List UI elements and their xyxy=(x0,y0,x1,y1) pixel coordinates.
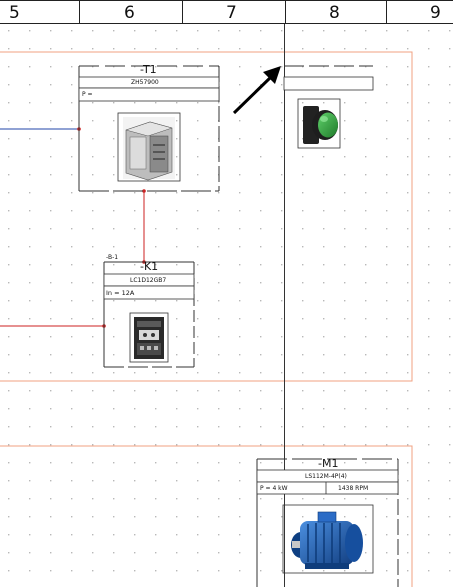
ruler-divider xyxy=(79,1,80,24)
ruler-divider xyxy=(386,1,387,24)
motor-tag: -M1 xyxy=(318,457,339,470)
column-ruler: 5 6 7 8 9 xyxy=(0,0,453,24)
motor-symbol[interactable] xyxy=(256,458,399,587)
contactor-ref: LC1D12GB7 xyxy=(130,277,167,284)
transformer-ref: ZH57900 xyxy=(131,79,159,86)
ruler-column-6: 6 xyxy=(124,3,135,23)
motor-ref: LS112M-4P(4) xyxy=(305,473,347,480)
group-frame-upper xyxy=(0,51,413,382)
motor-speed: 1438 RPM xyxy=(338,485,369,492)
contactor-symbol[interactable] xyxy=(103,261,195,368)
ruler-column-9: 9 xyxy=(430,3,441,23)
ruler-column-8: 8 xyxy=(329,3,340,23)
wire-node xyxy=(142,189,146,193)
pushbutton-symbol[interactable] xyxy=(283,65,374,149)
ruler-divider xyxy=(285,1,286,24)
contactor-field: In = 12A xyxy=(106,289,135,297)
transformer-field: P = xyxy=(82,91,93,98)
transformer-tag: -T1 xyxy=(140,63,157,76)
pointer-arrow xyxy=(232,66,281,115)
motor-power: P = 4 kW xyxy=(260,485,288,492)
group-frame-lower xyxy=(0,445,413,587)
ruler-column-7: 7 xyxy=(226,3,237,23)
grid-dots xyxy=(0,24,453,587)
contactor-marker: -B-1 xyxy=(106,254,119,261)
transformer-symbol[interactable] xyxy=(78,65,220,192)
ruler-divider xyxy=(182,1,183,24)
ruler-column-5: 5 xyxy=(9,3,20,23)
contactor-tag: -K1 xyxy=(140,260,159,273)
